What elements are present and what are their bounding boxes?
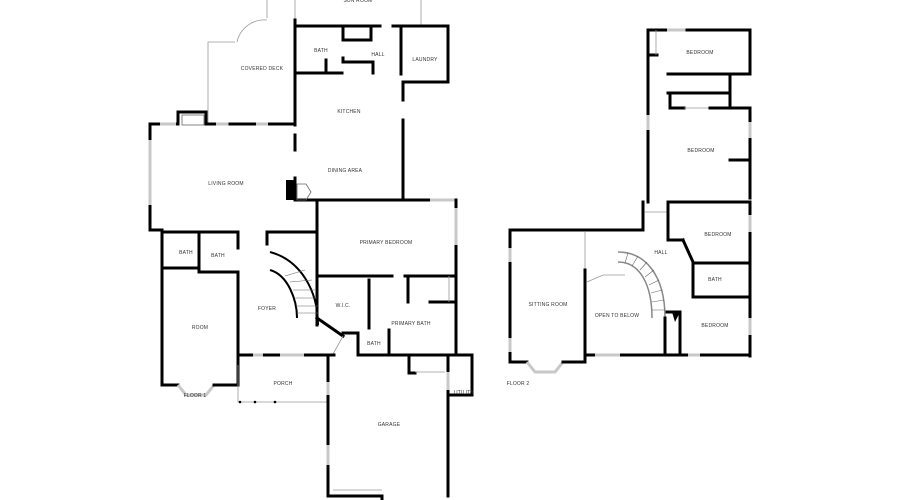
room-label-bedroom-bottom: BEDROOM bbox=[701, 323, 728, 329]
room-label-wic: W.I.C. bbox=[336, 303, 351, 309]
floor-label-1: FLOOR 1 bbox=[184, 393, 207, 399]
room-label-laundry: LAUNDRY bbox=[412, 57, 438, 63]
room-label-kitchen: KITCHEN bbox=[337, 109, 361, 115]
room-label-dining-area: DINING AREA bbox=[328, 168, 363, 174]
room-label-living-room: LIVING ROOM bbox=[208, 181, 244, 187]
room-label-utility: UTILITY bbox=[454, 390, 474, 396]
floor-label-2: FLOOR 2 bbox=[507, 381, 530, 387]
room-label-bath-left-1: BATH bbox=[179, 250, 193, 256]
floor-1-plan bbox=[148, 0, 474, 500]
room-label-bedroom-right: BEDROOM bbox=[704, 232, 731, 238]
room-label-bedroom-mid: BEDROOM bbox=[687, 148, 714, 154]
room-label-foyer: FOYER bbox=[258, 306, 276, 312]
floor-2-plan bbox=[508, 28, 752, 374]
room-label-covered-deck: COVERED DECK bbox=[241, 66, 284, 72]
room-label-bedroom-top: BEDROOM bbox=[686, 50, 713, 56]
room-label-garage: GARAGE bbox=[378, 422, 401, 428]
room-label-primary-bedroom: PRIMARY BEDROOM bbox=[360, 240, 413, 246]
room-label-bath-top: BATH bbox=[314, 48, 328, 54]
room-label-hall-2: HALL bbox=[654, 250, 667, 256]
room-label-bath-left-2: BATH bbox=[211, 253, 225, 259]
room-label-porch: PORCH bbox=[273, 381, 292, 387]
room-label-open-to-below: OPEN TO BELOW bbox=[595, 313, 639, 319]
room-label-sun-room: SUN ROOM bbox=[343, 0, 372, 4]
room-label-hall: HALL bbox=[371, 52, 384, 58]
room-label-primary-bath: PRIMARY BATH bbox=[391, 321, 431, 327]
room-label-room: ROOM bbox=[192, 325, 208, 331]
room-label-bath-small: BATH bbox=[367, 341, 381, 347]
room-label-sitting-room: SITTING ROOM bbox=[528, 302, 567, 308]
room-label-bath-2: BATH bbox=[708, 277, 722, 283]
